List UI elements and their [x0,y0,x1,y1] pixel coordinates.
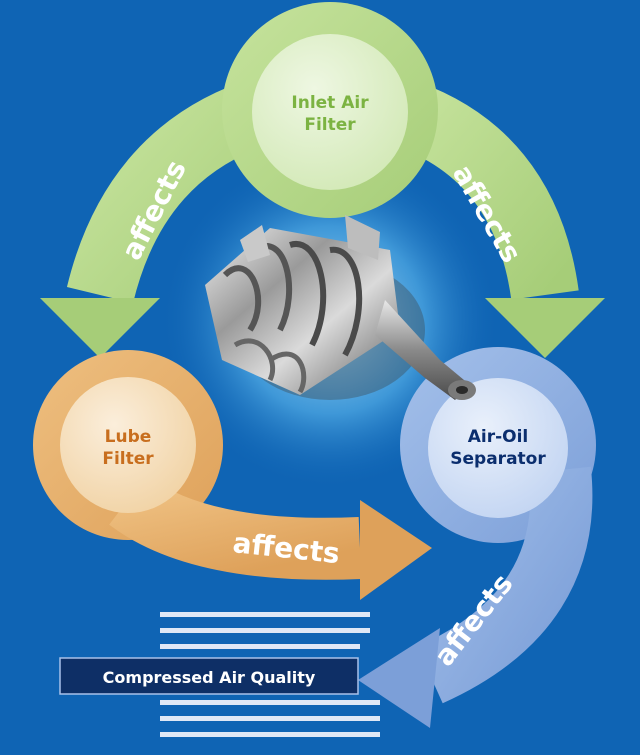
compressed-air-quality-label: Compressed Air Quality [103,668,316,687]
lube-node [60,377,196,513]
separator-node [428,378,568,518]
inlet-label-line1: Inlet Air [291,93,369,113]
inlet-node [252,34,408,190]
output-lines [160,612,380,737]
compressed-air-quality-box [59,657,359,695]
lube-label-line2: Filter [102,449,154,469]
separator-label-line2: Separator [450,449,546,469]
compressor-rotors-image [205,215,476,400]
lube-label-line1: Lube [105,427,152,447]
separator-label-line1: Air-Oil [468,427,529,447]
inlet-label-line2: Filter [304,115,356,135]
